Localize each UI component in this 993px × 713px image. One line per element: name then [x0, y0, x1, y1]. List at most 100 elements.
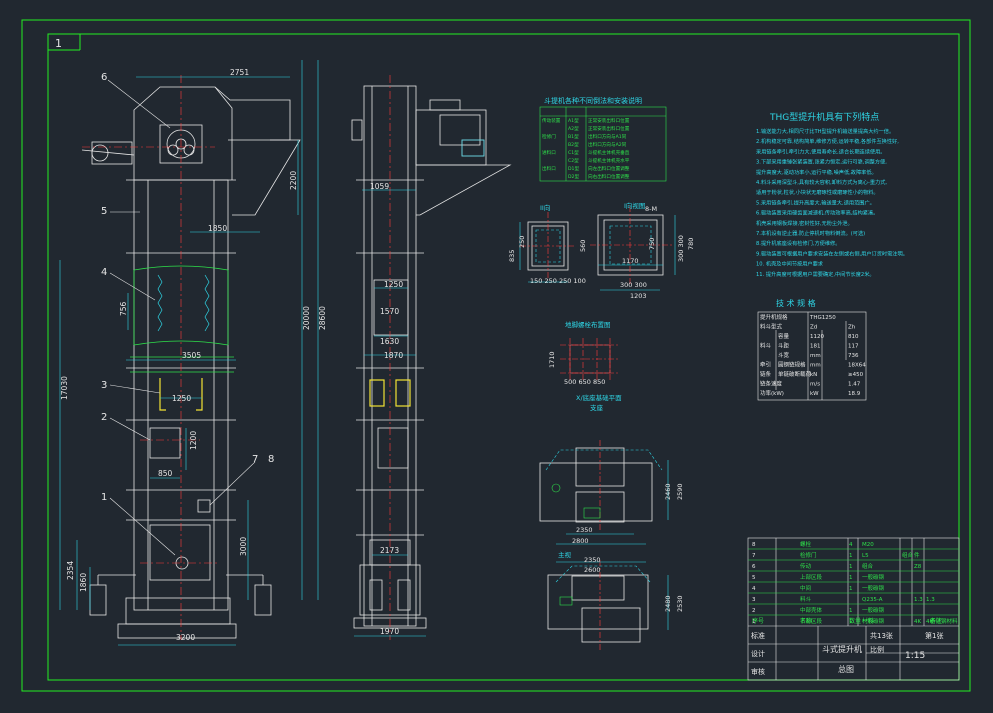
tech-cell: 810	[848, 334, 859, 340]
dim-2354: 2354	[66, 561, 75, 580]
sheet-frame	[21, 19, 971, 692]
bom-cell: 组合	[902, 551, 914, 559]
section-dim-lines	[519, 215, 676, 630]
bom-cell: 5	[752, 575, 756, 581]
tech-cell: 斗距	[778, 343, 790, 350]
dim-3000: 3000	[239, 537, 248, 556]
tech-cell: kW	[810, 391, 819, 397]
bom-h-qty: 数量	[849, 617, 861, 625]
tech-cell: 牵引	[760, 361, 771, 369]
side-dim-lines	[354, 189, 426, 637]
tech-cell: 1.47	[848, 382, 861, 388]
bom-cell: 组合	[862, 562, 874, 570]
tech-table-title: 技 术 规 格	[776, 298, 816, 308]
bom-cell: 1	[849, 575, 853, 581]
sheet-no: 第1张	[925, 631, 943, 640]
bom-cell: 一般碳钢	[862, 584, 885, 592]
front-elevation	[81, 86, 301, 639]
bucket-cell: 斗提机主体机壳水平	[588, 157, 630, 164]
bucket-cell: 进料口	[542, 149, 556, 156]
front-dim-texts: 2751 1850 3505 1250 850 3200 2200 20000 …	[60, 68, 327, 642]
tech-cell: 圆钢链规格	[778, 361, 806, 369]
callout-2: 2	[101, 412, 107, 423]
bom-cell: 4K	[914, 619, 921, 625]
feature-line: 9.驱动装置可根据用户要求安装在左侧或右侧,用户订货时需注明。	[756, 249, 908, 257]
dim-17030: 17030	[60, 376, 69, 400]
bom-cell: 2	[752, 608, 756, 614]
feature-line: 10. 机壳及中间节按用户要求	[756, 260, 824, 268]
tech-cell: 斗宽	[778, 351, 790, 359]
bucket-cell: B2型	[568, 141, 579, 148]
dim-560: 560	[579, 240, 587, 252]
view-a-label: II向	[540, 203, 550, 212]
bucket-cell: C1型	[568, 149, 579, 156]
dim-1570: 1570	[380, 307, 399, 316]
tech-cell: 链条	[760, 370, 772, 378]
bucket-cell: 出料口	[542, 165, 556, 172]
bucket-cell: B1型	[568, 133, 579, 140]
anchor-title: 地脚螺栓布置图	[565, 320, 611, 329]
bom-cell: 1	[849, 608, 853, 614]
bucket-cell: C2型	[568, 157, 579, 164]
feature-line: 采用链条牵引,牵引力大,使用寿命长,适合长期连续使用。	[756, 147, 885, 155]
bom-h-name: 名称	[800, 617, 812, 625]
tech-cell: ≥450	[848, 372, 864, 378]
bom-cell: 1	[849, 619, 853, 625]
bucket-cell: 正常安装出料口位置	[588, 117, 630, 124]
dim-2200: 2200	[289, 171, 298, 190]
bom-cell: 中部壳体	[800, 606, 823, 614]
dim-300b: 300 300	[620, 281, 647, 289]
bom-cell: 1	[849, 586, 853, 592]
feature-line: 4.料斗采用深型斗,具有较大容积,卸料方式为离心-重力式,	[756, 178, 887, 186]
bom-cell: 下部区段	[800, 617, 823, 625]
tech-cell: 单链破断载荷	[778, 370, 812, 378]
tech-cell: 功率(kW)	[760, 389, 784, 397]
bom-header: 序号 名称 数量 材料 备注	[752, 617, 942, 625]
bucket-cell: 检修门	[542, 133, 556, 140]
bucket-cell: 斗提机主体机壳垂直	[588, 149, 630, 156]
bom-cell: 一般碳钢	[862, 573, 885, 581]
dim-2173: 2173	[380, 546, 399, 555]
front-buckets	[159, 378, 203, 411]
feature-line: 提升高度大,驱动功率小,运行平稳,噪声低,故障率低。	[756, 168, 877, 176]
section-drive-parts	[551, 483, 601, 606]
bom-cell: L5	[862, 553, 869, 559]
tb-left-2: 审核	[751, 667, 765, 676]
dim-1250: 1250	[172, 394, 191, 403]
plan-sub: 支座	[590, 403, 604, 412]
bom-cell: M20	[862, 542, 874, 548]
bom-cell: 上部区段	[800, 573, 823, 581]
dim-250: 250	[518, 236, 526, 248]
dim-1059: 1059	[370, 182, 389, 191]
view-b-label: I向视图	[624, 201, 645, 210]
side-dim-texts: 1059 1250 1570 1630 1870 2173 1970	[370, 182, 403, 636]
bom-cell: 1.3	[914, 597, 923, 603]
features-title: THG型提升机具有下列特点	[769, 111, 879, 123]
callout-5: 5	[101, 206, 107, 217]
dim-1850: 1850	[208, 224, 227, 233]
feature-line: 5.采用链条牵引,提升高度大,输送量大,适用范围广。	[756, 198, 875, 206]
tech-cell: 117	[848, 344, 859, 350]
title-name: 斗式提升机	[822, 644, 862, 654]
bom-grid	[747, 537, 960, 681]
bucket-table-title: 斗提机各种不同倒法和安装说明	[544, 96, 642, 105]
tech-cell: 容量	[778, 332, 790, 340]
front-dim-lines	[59, 60, 319, 646]
bom-cell: 料斗	[800, 595, 812, 603]
tech-cell: 18X64	[848, 363, 866, 369]
scale: 1:15	[905, 651, 925, 661]
dim-1200: 1200	[189, 431, 198, 450]
tech-cell: 1120	[810, 334, 824, 340]
tech-cell: THG1250	[809, 315, 836, 321]
bom-cell: 4	[849, 542, 853, 548]
dim-side-base: 1970	[380, 627, 399, 636]
dim-top-width: 2751	[230, 68, 249, 77]
dim-2600b: 2600	[584, 566, 601, 574]
bucket-cell: 出料口方向与A1同	[588, 133, 627, 140]
section-texts: II向 I向视图 835 250 560 150 250 250 100 117…	[508, 201, 695, 612]
bom-cell: 6	[752, 564, 756, 570]
tech-cell: 链条速度	[760, 380, 783, 388]
